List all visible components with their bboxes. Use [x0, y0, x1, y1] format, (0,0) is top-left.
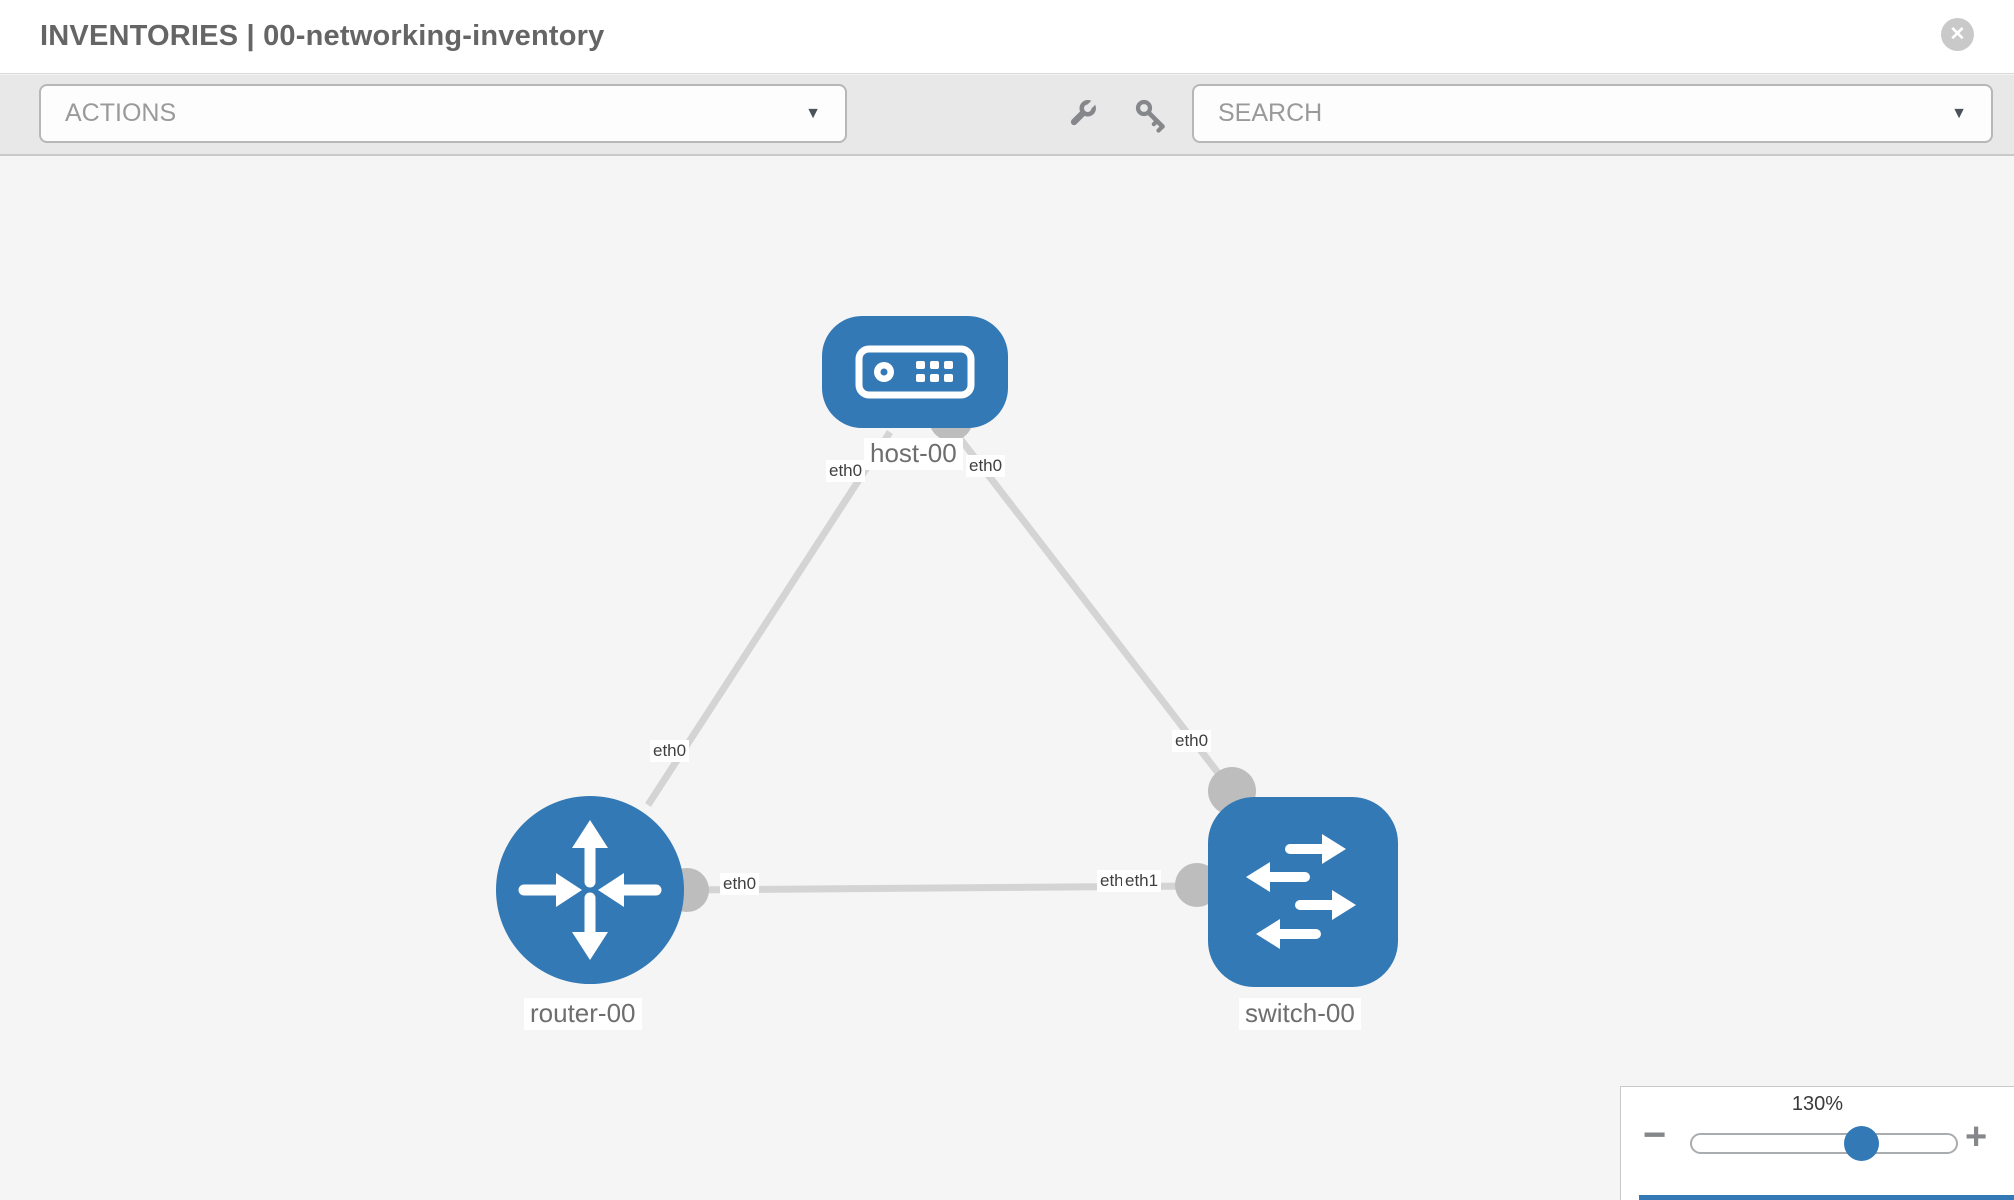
- toolbar: ACTIONS ▼ SEARCH ▼: [0, 75, 2014, 156]
- router-icon-arrowheads: [556, 820, 624, 960]
- node-label-router: router-00: [524, 998, 642, 1030]
- interface-label: eth0: [1172, 730, 1212, 753]
- zoom-slider-thumb[interactable]: [1844, 1126, 1879, 1161]
- key-icon: [1135, 99, 1165, 133]
- node-label-switch: switch-00: [1239, 998, 1361, 1030]
- plus-icon: +: [1965, 1116, 1988, 1158]
- switch-icon: [1263, 844, 1341, 939]
- zoom-slider[interactable]: [1690, 1126, 1958, 1161]
- zoom-panel: 130% − +: [1620, 1086, 2014, 1200]
- zoom-in-button[interactable]: +: [1965, 1118, 1987, 1156]
- actions-dropdown-label: ACTIONS: [65, 99, 177, 127]
- server-icon: [855, 345, 975, 399]
- search-dropdown-label: SEARCH: [1218, 99, 1323, 127]
- interface-label: eth0: [720, 873, 760, 896]
- close-icon: ✕: [1949, 24, 1966, 45]
- router-icon: [518, 840, 662, 940]
- zoom-out-button[interactable]: −: [1643, 1115, 1666, 1155]
- chevron-down-icon: ▼: [1951, 104, 1967, 122]
- topology-canvas[interactable]: eth0 eth0 eth0 eth0 eth0 eth0 eth1 host-…: [0, 156, 2014, 1200]
- close-button[interactable]: ✕: [1941, 18, 1974, 51]
- zoom-level-label: 130%: [1791, 1093, 1844, 1115]
- interface-label: eth0: [650, 740, 690, 763]
- bottom-accent-strip: [1639, 1195, 2014, 1200]
- node-switch-00[interactable]: [1208, 797, 1398, 987]
- node-router-00[interactable]: [496, 796, 684, 984]
- key-button[interactable]: [1132, 96, 1170, 134]
- interface-label: eth0: [966, 455, 1006, 478]
- actions-dropdown[interactable]: ACTIONS ▼: [39, 84, 847, 143]
- header: INVENTORIES | 00-networking-inventory ✕: [0, 0, 2014, 74]
- interface-label: eth0: [826, 460, 866, 483]
- interface-label: eth1: [1122, 870, 1162, 893]
- page-title: INVENTORIES | 00-networking-inventory: [40, 20, 605, 52]
- search-dropdown[interactable]: SEARCH ▼: [1192, 84, 1993, 143]
- node-host-00[interactable]: [822, 316, 1008, 428]
- switch-icon-arrowheads: [1246, 834, 1356, 949]
- wrench-icon: [1070, 99, 1097, 126]
- node-label-host: host-00: [864, 438, 963, 470]
- tools-button[interactable]: [1062, 96, 1100, 134]
- chevron-down-icon: ▼: [805, 104, 821, 122]
- minus-icon: −: [1643, 1113, 1667, 1157]
- topology-svg: [496, 316, 1398, 987]
